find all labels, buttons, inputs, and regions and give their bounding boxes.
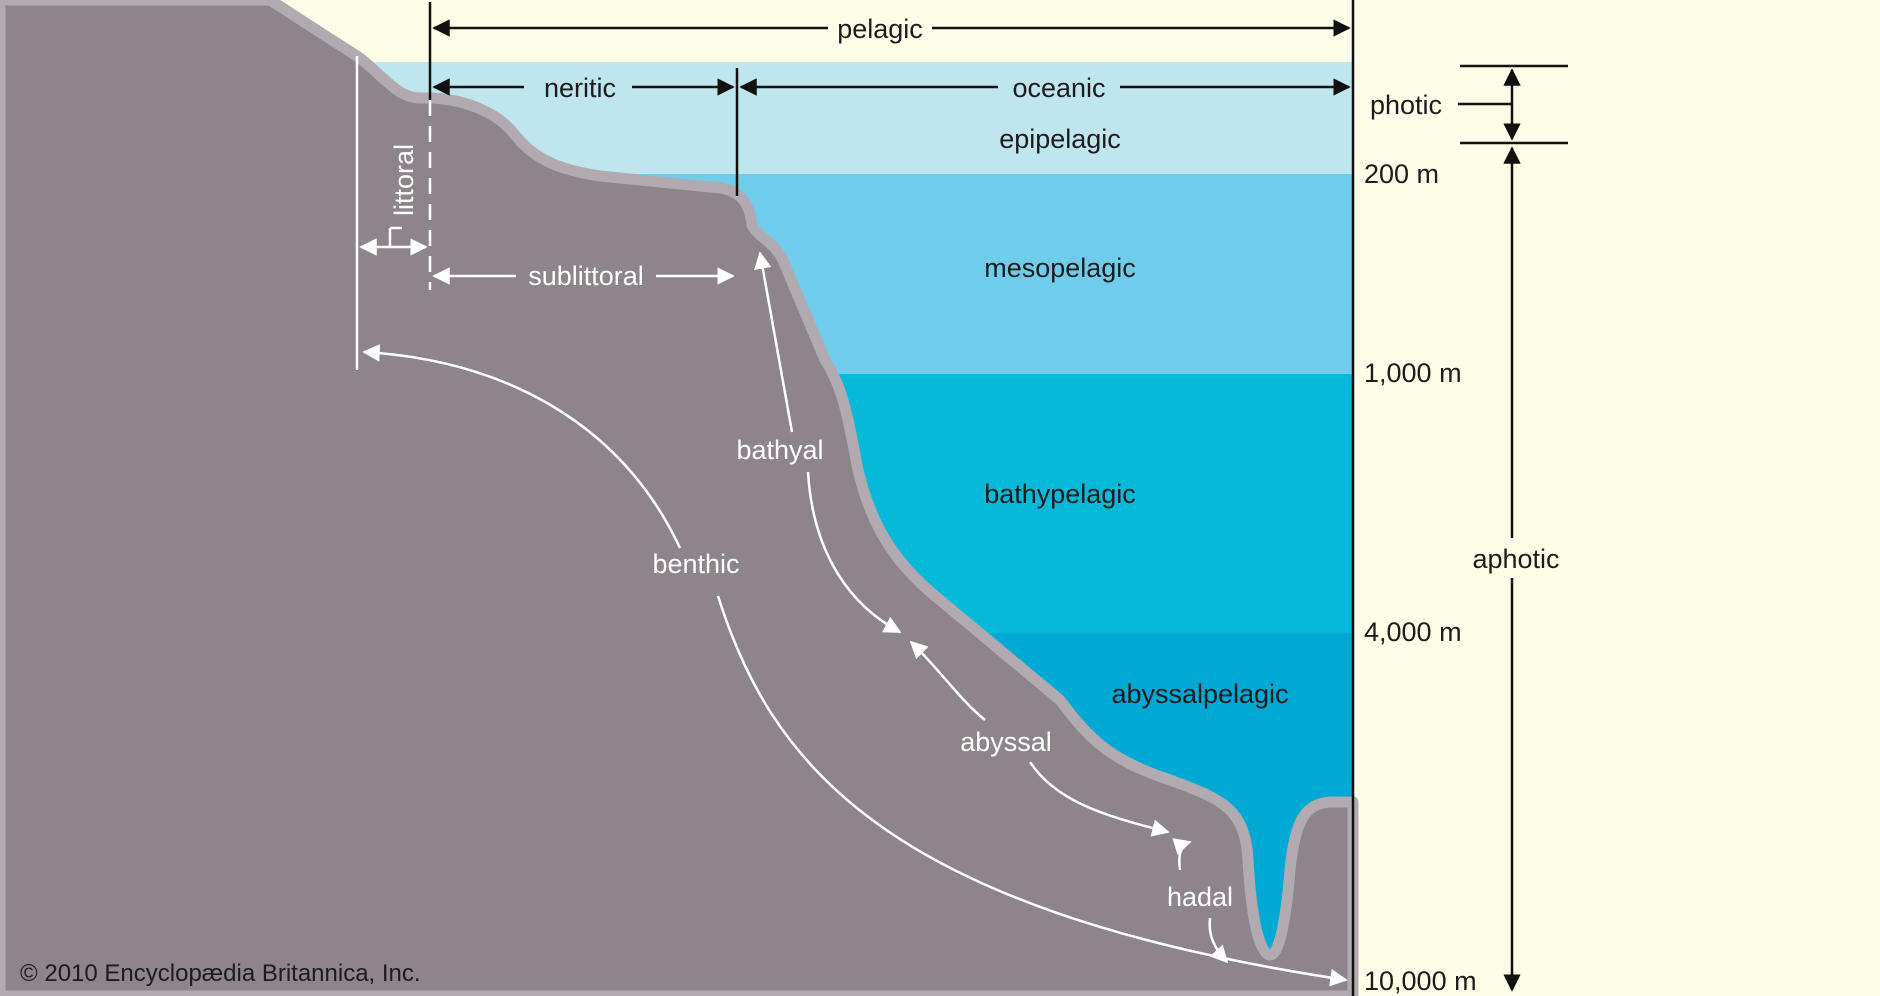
littoral-label: littoral bbox=[389, 144, 419, 216]
bathyal-label: bathyal bbox=[736, 435, 823, 465]
oceanic-label: oceanic bbox=[1012, 73, 1105, 103]
pelagic-label: pelagic bbox=[837, 14, 923, 44]
abyssal-label: abyssal bbox=[960, 727, 1052, 757]
photic-label: photic bbox=[1370, 90, 1442, 120]
depth-mark-10000: 10,000 m bbox=[1364, 966, 1477, 996]
sublittoral-label: sublittoral bbox=[528, 261, 644, 291]
epipelagic-label: epipelagic bbox=[999, 124, 1121, 154]
bathypelagic-label: bathypelagic bbox=[984, 479, 1136, 509]
copyright-notice: © 2010 Encyclopædia Britannica, Inc. bbox=[20, 960, 421, 987]
mesopelagic-label: mesopelagic bbox=[984, 253, 1136, 283]
depth-mark-200: 200 m bbox=[1364, 159, 1439, 189]
depth-mark-1000: 1,000 m bbox=[1364, 358, 1462, 388]
abyssalpelagic-label: abyssalpelagic bbox=[1111, 679, 1288, 709]
neritic-label: neritic bbox=[544, 73, 616, 103]
aphotic-label: aphotic bbox=[1472, 544, 1559, 574]
hadal-label: hadal bbox=[1167, 882, 1233, 912]
benthic-label: benthic bbox=[652, 549, 739, 579]
depth-mark-4000: 4,000 m bbox=[1364, 617, 1462, 647]
